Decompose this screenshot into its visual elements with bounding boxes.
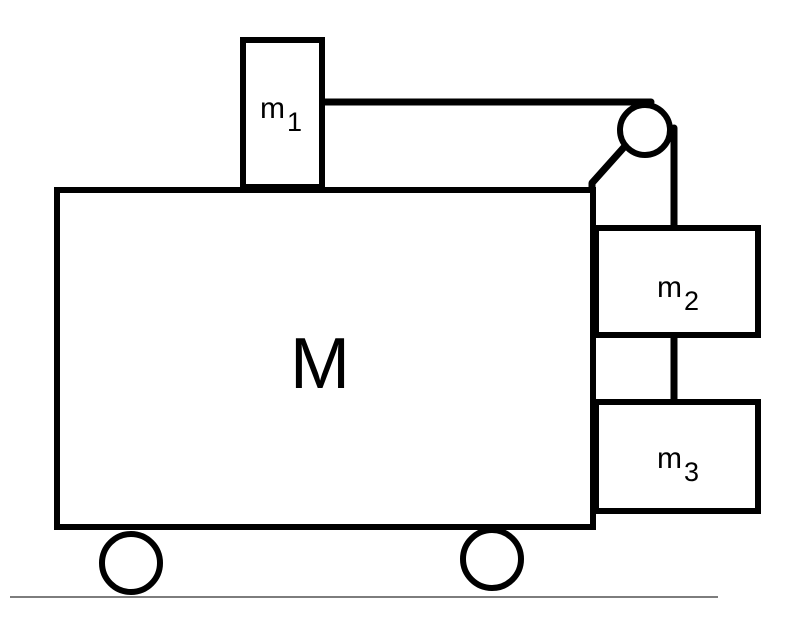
block-m2 bbox=[593, 225, 761, 338]
pulley-bracket bbox=[588, 141, 630, 194]
block-m1-label: m1 bbox=[260, 92, 302, 137]
block-m3-label: m3 bbox=[657, 442, 699, 487]
block-m1-label-main: m bbox=[260, 92, 285, 125]
block-m2-label: m2 bbox=[657, 271, 699, 316]
block-m3 bbox=[593, 399, 761, 514]
block-m1 bbox=[240, 37, 325, 190]
pulley bbox=[617, 102, 673, 158]
block-m3-label-main: m bbox=[657, 442, 682, 475]
cart-label: M bbox=[290, 324, 350, 404]
cart-wheel-right bbox=[460, 527, 524, 591]
cart-wheel-left bbox=[99, 531, 163, 595]
block-m3-label-subscript: 3 bbox=[684, 457, 699, 487]
block-m2-label-main: m bbox=[657, 271, 682, 304]
block-m2-label-subscript: 2 bbox=[684, 286, 699, 316]
cart-body bbox=[54, 187, 596, 530]
block-m1-label-subscript: 1 bbox=[287, 107, 302, 137]
